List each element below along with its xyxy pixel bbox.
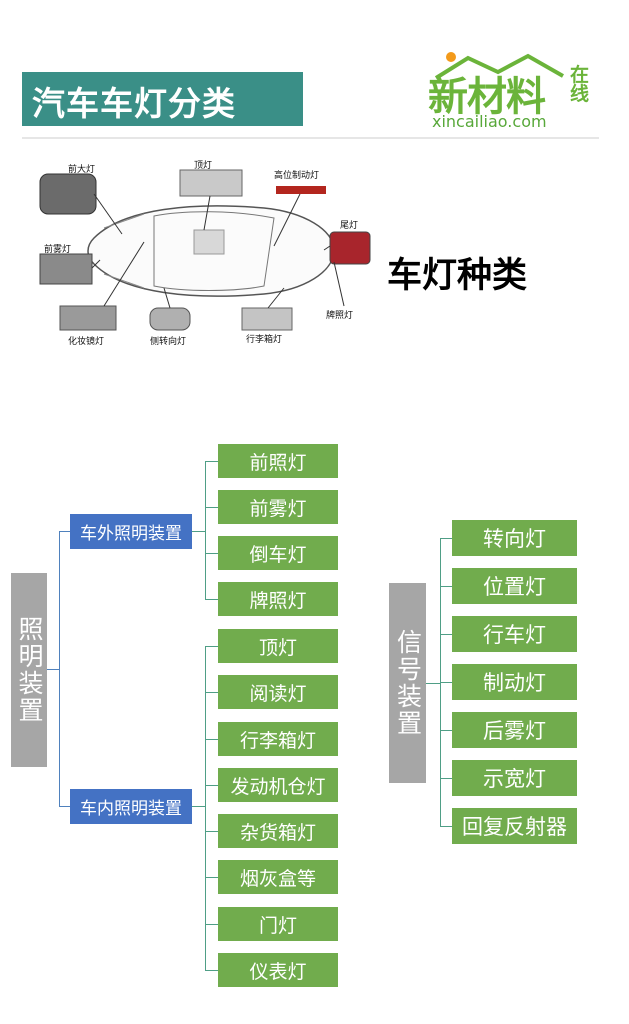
leaf-ashtray-lamp: 烟灰盒等 — [218, 860, 338, 894]
lighting-root: 照明装置 — [11, 573, 47, 767]
leaf-headlamp: 前照灯 — [218, 444, 338, 478]
header-divider — [22, 137, 599, 139]
group-exterior-lighting: 车外照明装置 — [70, 514, 192, 549]
car-illustration — [39, 169, 371, 331]
leaf-dash-lamp: 仪表灯 — [218, 953, 338, 987]
leaf-trunk-lamp: 行李箱灯 — [218, 722, 338, 756]
signal-reflector: 回复反射器 — [452, 808, 577, 844]
leaf-engine-lamp: 发动机仓灯 — [218, 768, 338, 802]
leaf-reverse-lamp: 倒车灯 — [218, 536, 338, 570]
logo-main-text: 新材料 — [428, 74, 546, 120]
page-title: 汽车车灯分类 — [32, 84, 236, 123]
callout-dome-lamp: 顶灯 — [194, 161, 213, 171]
logo-dot-icon — [446, 52, 456, 62]
callout-side-turn: 侧转向灯 — [150, 337, 187, 347]
leaf-glovebox-lamp: 杂货箱灯 — [218, 814, 338, 848]
signal-root: 信号装置 — [389, 583, 426, 783]
group-interior-lighting: 车内照明装置 — [70, 789, 192, 824]
callout-fog-lamp: 前雾灯 — [44, 245, 72, 255]
car-diagram: 前大灯 顶灯 高位制动灯 尾灯 前雾灯 牌照灯 化妆镜灯 侧转向灯 行李箱灯 — [34, 150, 374, 350]
car-lamp-types-heading: 车灯种类 — [387, 256, 528, 296]
callout-trunk-lamp: 行李箱灯 — [246, 335, 283, 345]
signal-position-lamp: 位置灯 — [452, 568, 577, 604]
leaf-plate-lamp: 牌照灯 — [218, 582, 338, 616]
signal-brake-lamp: 制动灯 — [452, 664, 577, 700]
leaf-front-fog: 前雾灯 — [218, 490, 338, 524]
signal-turn-lamp: 转向灯 — [452, 520, 577, 556]
callout-headlamp: 前大灯 — [68, 165, 96, 175]
leaf-dome-lamp: 顶灯 — [218, 629, 338, 663]
logo-url: xincailiao.com — [432, 112, 547, 131]
logo: 新材料 在线 xincailiao.com — [428, 50, 598, 132]
leaf-door-lamp: 门灯 — [218, 907, 338, 941]
callout-vanity-lamp: 化妆镜灯 — [68, 337, 105, 347]
logo-roof-icon — [434, 53, 564, 80]
title-banner — [22, 72, 303, 126]
callout-high-brake: 高位制动灯 — [274, 171, 320, 181]
callout-plate-lamp: 牌照灯 — [326, 311, 354, 321]
signal-running-lamp: 行车灯 — [452, 616, 577, 652]
signal-clearance-lamp: 示宽灯 — [452, 760, 577, 796]
callout-tail-lamp: 尾灯 — [340, 221, 359, 231]
leaf-reading-lamp: 阅读灯 — [218, 675, 338, 709]
signal-rear-fog: 后雾灯 — [452, 712, 577, 748]
logo-side-text: 在线 — [570, 64, 590, 105]
